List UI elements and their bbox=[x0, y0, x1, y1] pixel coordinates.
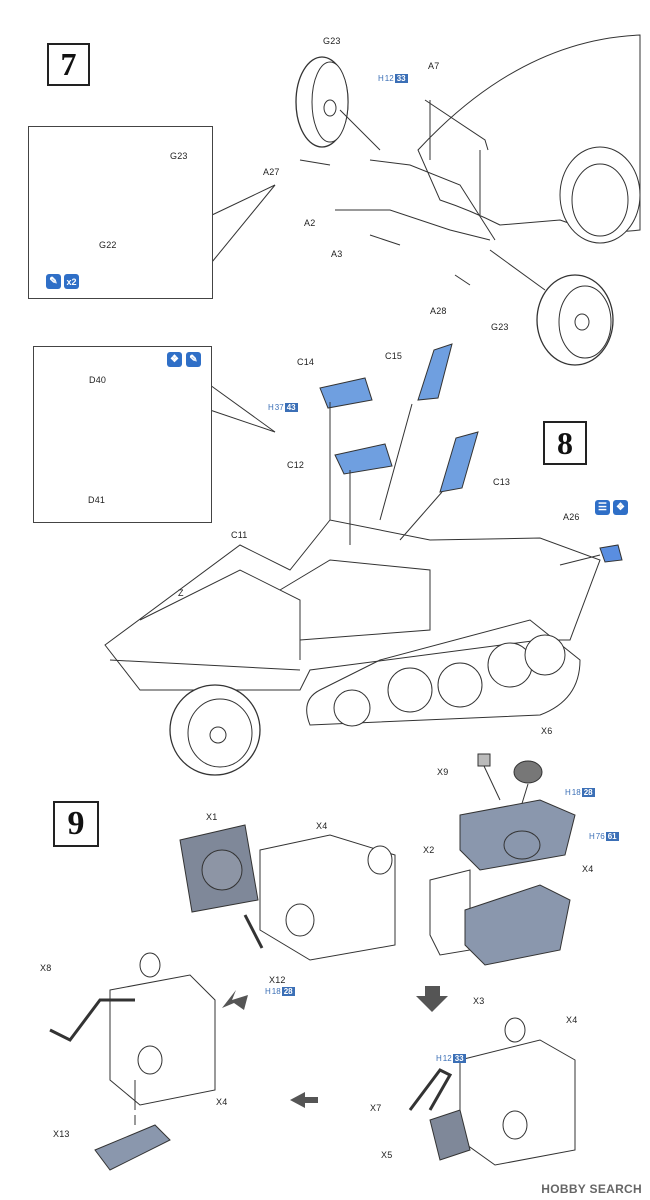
watermark-logo: HOBBY SEARCH bbox=[541, 1182, 642, 1196]
paint-number: 12 bbox=[384, 74, 394, 83]
paint-number: 12 bbox=[442, 1054, 452, 1063]
label-c13: C13 bbox=[493, 477, 511, 487]
label-inset-g23: G23 bbox=[170, 151, 188, 161]
label-d41: D41 bbox=[88, 495, 106, 505]
label-g23-top: G23 bbox=[323, 36, 341, 46]
label-x5: X5 bbox=[381, 1150, 393, 1160]
step-7-number: 7 bbox=[47, 43, 90, 86]
paint-ref-x7: H 12 33 bbox=[436, 1054, 466, 1063]
label-a26: A26 bbox=[563, 512, 580, 522]
label-d40: D40 bbox=[89, 375, 107, 385]
label-inset-g22: G22 bbox=[99, 240, 117, 250]
label-x4-d: X4 bbox=[566, 1015, 578, 1025]
step-7-inset bbox=[28, 126, 213, 299]
label-a2: A2 bbox=[304, 218, 316, 228]
label-g23-bottom: G23 bbox=[491, 322, 509, 332]
label-z: Z bbox=[178, 588, 184, 598]
paint-code: 33 bbox=[394, 74, 408, 83]
paint-prefix: H bbox=[268, 403, 274, 412]
paint-ref-g23: H 12 33 bbox=[378, 74, 408, 83]
paint-icon: ☰ bbox=[595, 500, 610, 515]
brush-icon-8: ✎ bbox=[186, 352, 201, 367]
step-9-number: 9 bbox=[53, 801, 99, 847]
label-x4-c: X4 bbox=[216, 1097, 228, 1107]
paint-code: 28 bbox=[581, 788, 595, 797]
label-x13: X13 bbox=[53, 1129, 70, 1139]
x2-icon: x2 bbox=[64, 274, 79, 289]
label-a28: A28 bbox=[430, 306, 447, 316]
paint-code: 61 bbox=[605, 832, 619, 841]
paint-number: 18 bbox=[571, 788, 581, 797]
label-x4-a: X4 bbox=[582, 864, 594, 874]
brush-icon: ✎ bbox=[46, 274, 61, 289]
paint-prefix: H bbox=[265, 987, 271, 996]
paint-number: 37 bbox=[274, 403, 284, 412]
label-x7: X7 bbox=[370, 1103, 382, 1113]
label-x4-b: X4 bbox=[316, 821, 328, 831]
paint-ref-x12: H 18 28 bbox=[265, 987, 295, 996]
paint-ref-c14: H 37 43 bbox=[268, 403, 298, 412]
glue-icon-a26: ❖ bbox=[613, 500, 628, 515]
glue-icon: ❖ bbox=[167, 352, 182, 367]
label-x1: X1 bbox=[206, 812, 218, 822]
paint-prefix: H bbox=[378, 74, 384, 83]
label-c11: C11 bbox=[231, 530, 248, 540]
label-x3: X3 bbox=[473, 996, 485, 1006]
paint-number: 18 bbox=[271, 987, 281, 996]
paint-number: 76 bbox=[595, 832, 605, 841]
label-c15: C15 bbox=[385, 351, 403, 361]
label-c14: C14 bbox=[297, 357, 315, 367]
paint-prefix: H bbox=[589, 832, 595, 841]
label-x6: X6 bbox=[541, 726, 553, 736]
label-x2: X2 bbox=[423, 845, 435, 855]
label-x8: X8 bbox=[40, 963, 52, 973]
step-8-inset bbox=[33, 346, 212, 523]
paint-ref-x4: H 76 61 bbox=[589, 832, 619, 841]
label-a27: A27 bbox=[263, 167, 280, 177]
paint-prefix: H bbox=[436, 1054, 442, 1063]
label-a7: A7 bbox=[428, 61, 440, 71]
paint-code: 28 bbox=[281, 987, 295, 996]
paint-code: 43 bbox=[284, 403, 298, 412]
label-x12: X12 bbox=[269, 975, 286, 985]
label-c12: C12 bbox=[287, 460, 305, 470]
paint-code: 33 bbox=[452, 1054, 466, 1063]
label-x9: X9 bbox=[437, 767, 449, 777]
paint-ref-x6: H 18 28 bbox=[565, 788, 595, 797]
step-8-number: 8 bbox=[543, 421, 587, 465]
label-a3: A3 bbox=[331, 249, 343, 259]
paint-prefix: H bbox=[565, 788, 571, 797]
